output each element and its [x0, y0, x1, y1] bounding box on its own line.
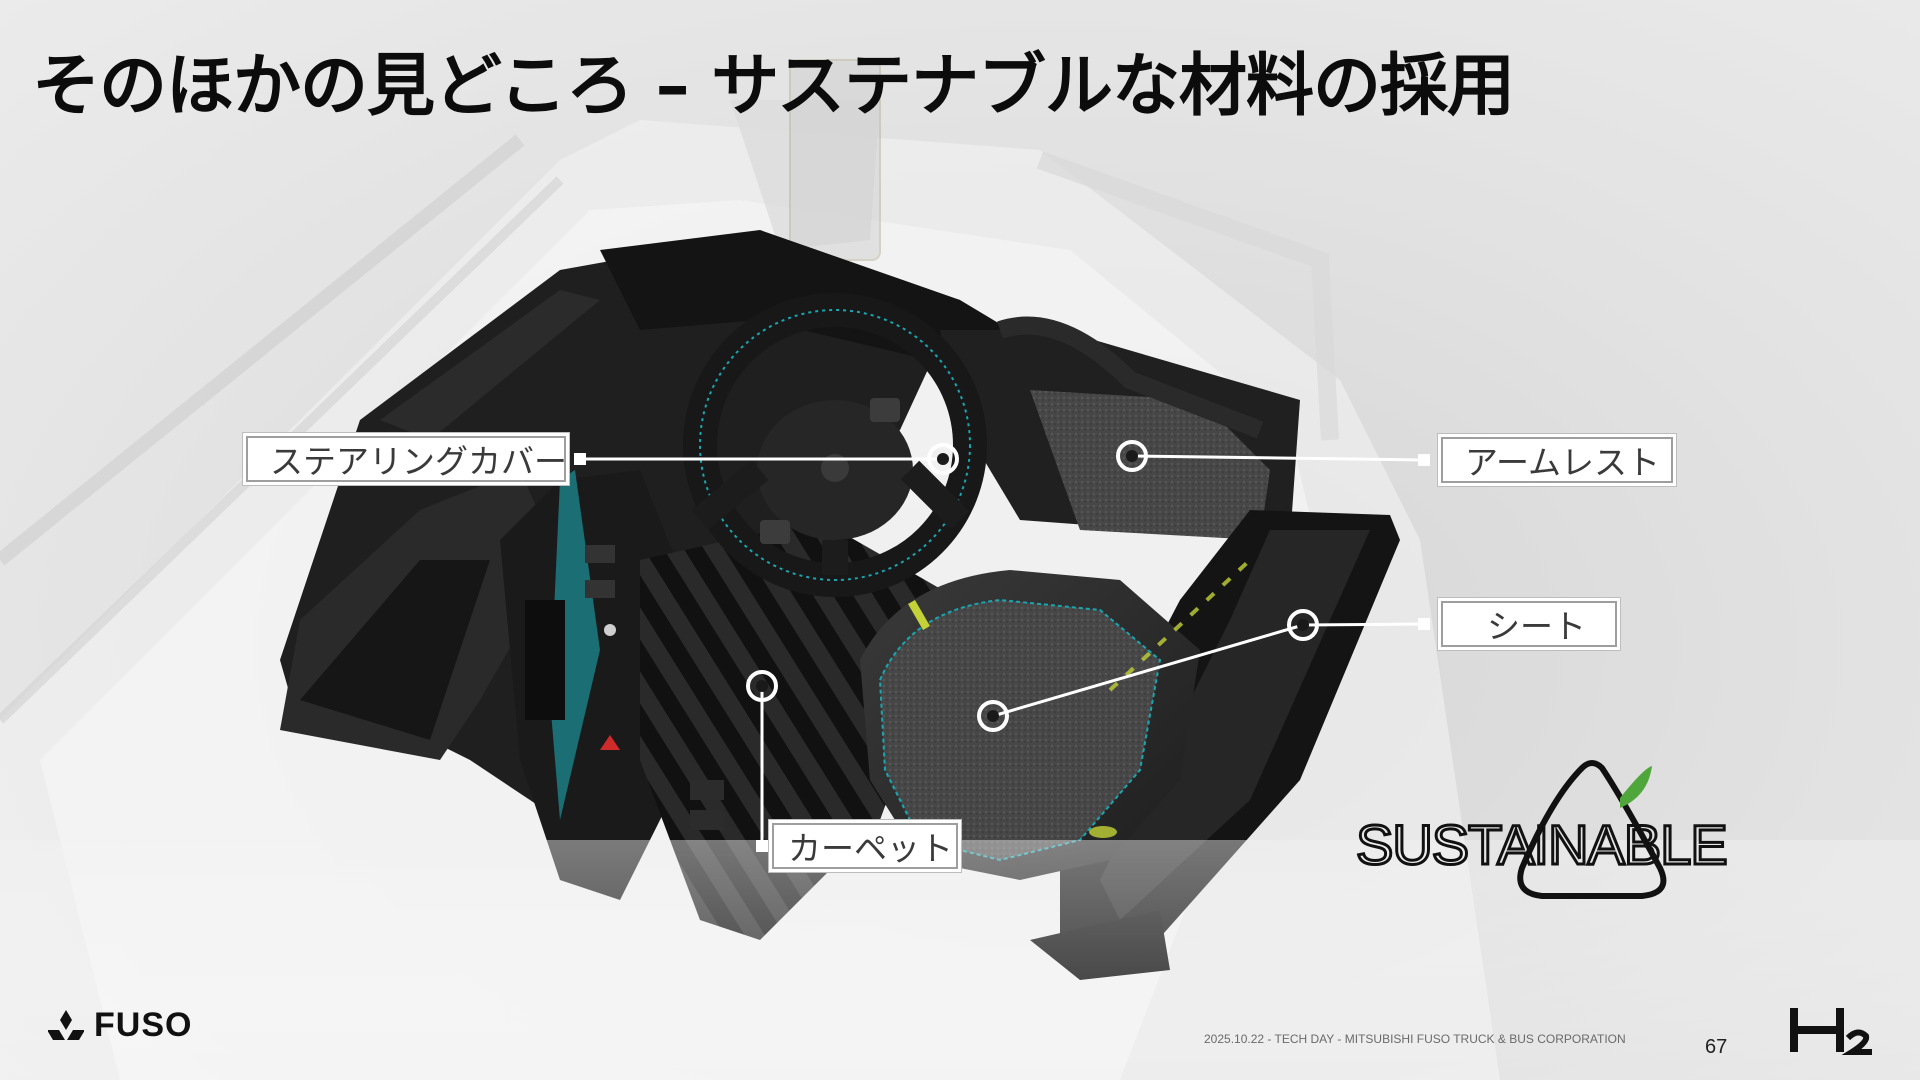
leaf-icon — [1620, 766, 1652, 808]
callout-steering-cover: ステアリングカバー — [246, 436, 567, 482]
slide-title: そのほかの見どころ – サステナブルな材料の採用 — [32, 47, 1515, 126]
footer-text: 2025.10.22 - TECH DAY - MITSUBISHI FUSO … — [1204, 1032, 1626, 1046]
fuso-logo: FUSO — [48, 1006, 192, 1045]
page-number: 67 — [1705, 1036, 1728, 1058]
callout-seat: シート — [1441, 601, 1617, 647]
callout-carpet: カーペット — [772, 823, 958, 869]
recycle-icon — [1517, 760, 1667, 899]
callout-armrest: アームレスト — [1441, 437, 1673, 483]
sustainable-wordmark: SUSTAINABLE — [1356, 813, 1727, 876]
sustainable-logo: SUSTAINABLE — [1352, 758, 1792, 912]
fuso-wordmark: FUSO — [94, 1006, 193, 1044]
mitsubishi-diamonds-icon — [48, 1009, 84, 1040]
h2-logo — [1788, 1008, 1884, 1062]
